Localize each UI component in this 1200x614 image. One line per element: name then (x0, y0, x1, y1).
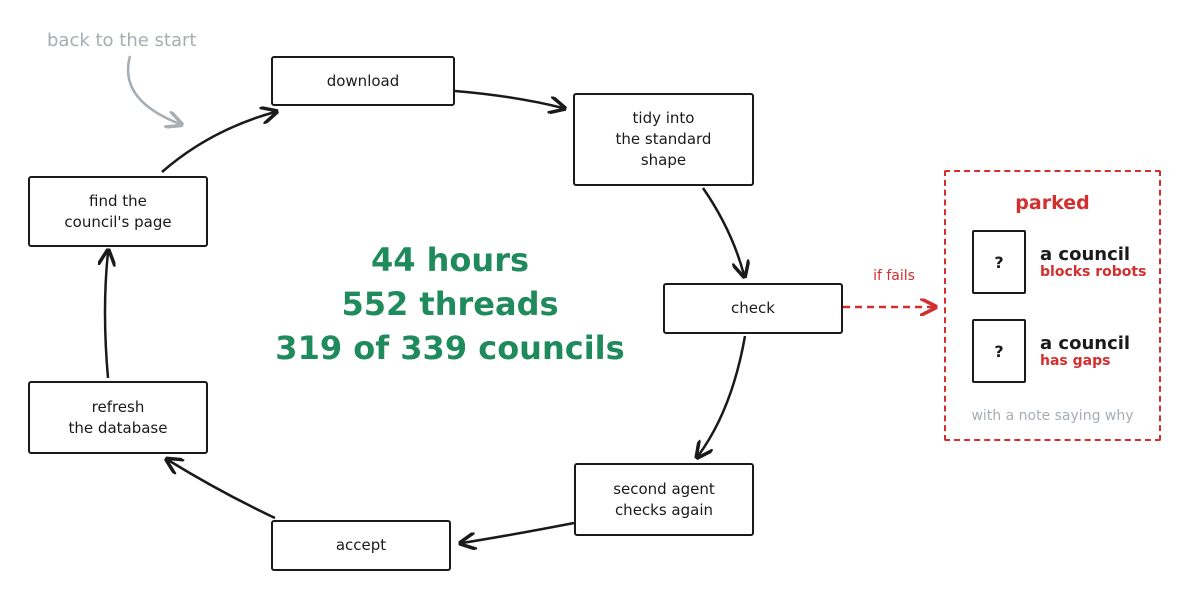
arrow-second-to-accept (462, 521, 575, 543)
step-second-agent-line: second agent (613, 479, 715, 498)
step-download: download (271, 56, 455, 106)
arrow-tidy-to-check (701, 187, 744, 275)
parked-title: parked (1015, 192, 1090, 214)
step-refresh-line: refresh (91, 397, 145, 416)
step-find-page-line: council's page (64, 212, 172, 231)
parked-item-title: a council (1040, 333, 1131, 354)
back-to-start-note: back to the start (47, 30, 197, 51)
arrow-accept-to-refresh (168, 460, 276, 520)
arrow-back-to-start (126, 55, 180, 124)
if-fails-label: if fails (873, 268, 915, 284)
arrow-find-to-download (161, 112, 275, 173)
step-tidy-line: shape (640, 151, 687, 169)
step-second-agent-line: checks again (614, 500, 714, 519)
parked-item-reason: has gaps (1040, 353, 1111, 369)
parked-item-reason: blocks robots (1040, 264, 1147, 280)
parked-note: with a note saying why (971, 408, 1134, 424)
step-refresh-line: the database (68, 418, 168, 437)
parked-panel: parked ? a council blocks robots ? a cou… (944, 170, 1161, 441)
step-check-label: check (731, 299, 775, 317)
arrow-refresh-to-find (105, 252, 108, 379)
step-find-page-line: find the (89, 191, 147, 210)
stat-councils: 319 of 339 councils (275, 329, 625, 367)
stat-hours: 44 hours (370, 241, 530, 279)
step-second-agent: second agent checks again (574, 463, 754, 536)
stats-summary: 44 hours 552 threads 319 of 339 councils (250, 238, 650, 370)
parked-item-title: a council (1040, 244, 1131, 265)
parked-item-placeholder: ? (972, 230, 1026, 294)
step-tidy-line: the standard (615, 130, 712, 148)
step-tidy-line: tidy into (632, 109, 695, 127)
arrow-check-to-second (698, 335, 747, 456)
step-tidy: tidy into the standard shape (573, 93, 754, 186)
step-accept: accept (271, 520, 451, 571)
step-download-label: download (326, 71, 400, 90)
parked-item-placeholder: ? (972, 319, 1026, 383)
step-find-page: find the council's page (28, 176, 208, 247)
step-check: check (663, 283, 843, 334)
step-accept-label: accept (335, 536, 387, 554)
step-refresh: refresh the database (28, 381, 208, 454)
stat-threads: 552 threads (341, 285, 559, 323)
arrow-download-to-tidy (454, 89, 563, 108)
